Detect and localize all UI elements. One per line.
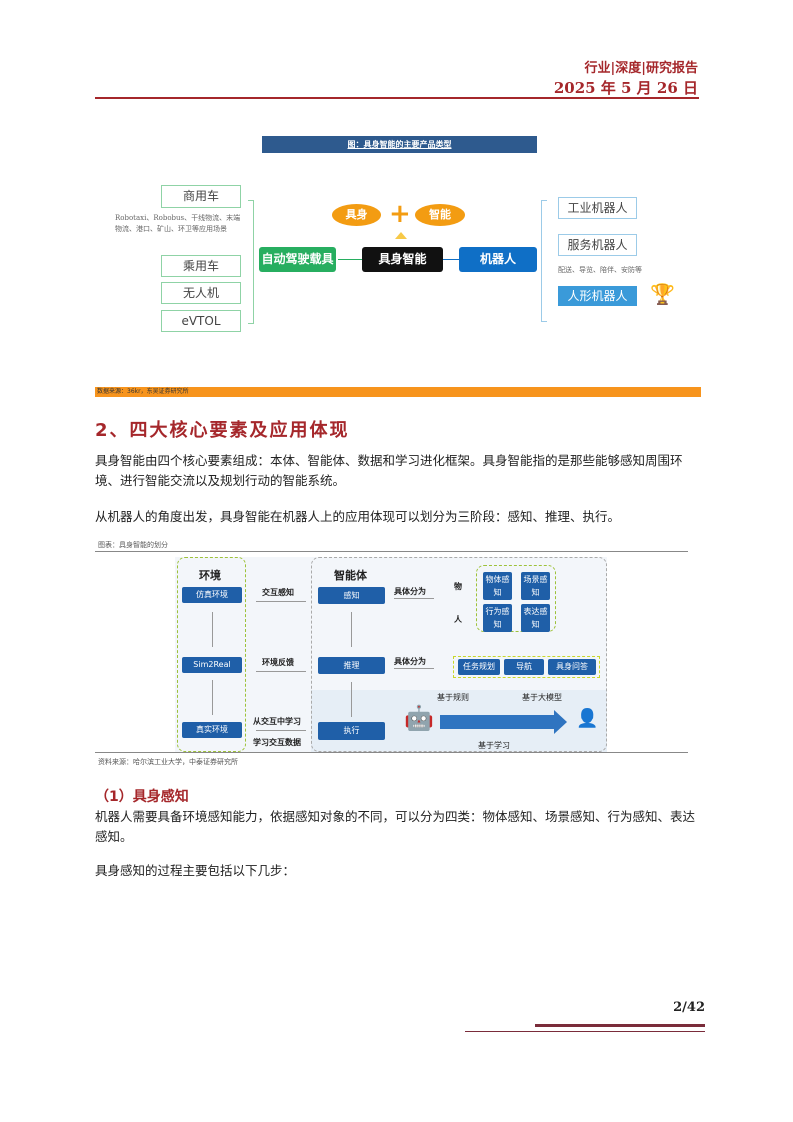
agent-reasoning: 推理: [318, 657, 385, 674]
reasoning-group: [453, 656, 600, 678]
env-simulation: 仿真环境: [182, 587, 242, 603]
item-humanoid-robot: 人形机器人: [558, 286, 637, 306]
expression-perception: 表达感知: [521, 604, 550, 632]
oval-intelligence: 智能: [415, 204, 465, 226]
link-arrow: [256, 601, 306, 602]
link-feedback: 环境反馈: [262, 658, 294, 667]
learning-based-label: 基于学习: [478, 741, 510, 750]
agent-perception: 感知: [318, 587, 385, 604]
agent-group: [311, 557, 607, 752]
agent-arrow: [351, 612, 352, 647]
item-passenger-car: 乘用车: [161, 255, 241, 277]
link-learn-data: 学习交互数据: [253, 738, 301, 747]
item-industrial-robot: 工业机器人: [558, 197, 637, 219]
right-bracket: [541, 200, 547, 322]
env-real: 真实环境: [182, 722, 242, 738]
page-number: 2/42: [673, 1000, 705, 1015]
robot-icon: 🤖: [404, 704, 434, 732]
report-category: 行业|深度|研究报告: [584, 61, 698, 76]
navigation: 导航: [504, 659, 544, 675]
object-label: 物: [454, 582, 462, 591]
split-label: 具体分为: [394, 587, 426, 596]
split-arrow: [394, 668, 434, 669]
item-drone: 无人机: [161, 282, 241, 304]
item-evtol: eVTOL: [161, 310, 241, 332]
perception-group: [476, 565, 556, 632]
subsection-para1: 机器人需要具备环境感知能力，依据感知对象的不同，可以分为四类：物体感知、场景感知…: [95, 809, 696, 844]
left-bracket: [248, 200, 254, 324]
oval-embodied: 具身: [332, 204, 381, 226]
agent-execution: 执行: [318, 722, 385, 740]
item-commercial-vehicle: 商用车: [161, 185, 241, 208]
progress-arrow-body: [440, 715, 554, 729]
figure1-title: 图：具身智能的主要产品类型: [262, 136, 537, 153]
env-sim2real: Sim2Real: [182, 657, 242, 673]
left-note: Robotaxi、Robobus、干线物流、末端物流、港口、矿山、环卫等应用场景: [115, 214, 241, 233]
rule-based-label: 基于规则: [437, 693, 469, 702]
footer-rule-thin: [465, 1031, 705, 1032]
object-perception: 物体感知: [483, 572, 512, 600]
plus-icon: +: [389, 199, 411, 229]
item-service-robot: 服务机器人: [558, 234, 637, 256]
link-interactive-perception: 交互感知: [262, 588, 294, 597]
node-embodied-ai: 具身智能: [362, 247, 443, 272]
agent-arrow: [351, 682, 352, 717]
arrow-left: [338, 259, 362, 260]
env-arrow: [212, 612, 213, 647]
brain-head-icon: 👤: [576, 708, 599, 729]
scene-perception: 场景感知: [521, 572, 550, 600]
trophy-icon: 🏆: [650, 282, 675, 306]
up-arrow-icon: [395, 232, 407, 239]
behavior-perception: 行为感知: [483, 604, 512, 632]
progress-arrow-head: [554, 710, 567, 734]
section-para2: 从机器人的角度出发，具身智能在机器人上的应用体现可以划分为三阶段：感知、推理、执…: [95, 509, 621, 524]
embodied-qa: 具身问答: [548, 659, 596, 675]
llm-based-label: 基于大模型: [522, 693, 562, 702]
right-note: 配送、导览、陪伴、安防等: [558, 266, 642, 274]
split-arrow: [394, 598, 434, 599]
figure1-source: 数据来源：36kr，东吴证券研究所: [95, 387, 701, 397]
link-learn-from-interaction: 从交互中学习: [253, 717, 301, 726]
person-label: 人: [454, 615, 462, 624]
header-rule: [95, 97, 699, 99]
agent-title: 智能体: [334, 569, 367, 582]
arrow-right: [443, 259, 459, 260]
figure2-caption: 图表：具身智能的划分: [98, 541, 168, 549]
link-arrow: [256, 671, 306, 672]
section-para1: 具身智能由四个核心要素组成：本体、智能体、数据和学习进化框架。具身智能指的是那些…: [95, 453, 683, 488]
section-heading: 2、四大核心要素及应用体现: [95, 420, 350, 441]
subsection-para2: 具身感知的过程主要包括以下几步：: [95, 863, 296, 878]
node-autonomous-vehicle: 自动驾驶载具: [259, 247, 336, 272]
source-rule: [95, 752, 688, 753]
figure2-source: 资料来源：哈尔滨工业大学，中泰证券研究所: [98, 758, 238, 766]
footer-rule-thick: [535, 1024, 705, 1027]
split-label: 具体分为: [394, 657, 426, 666]
link-arrow: [256, 730, 306, 731]
caption-rule: [95, 551, 688, 552]
report-date: 2025 年 5 月 26 日: [553, 79, 698, 97]
subsection-heading: （1）具身感知: [95, 789, 189, 805]
environment-title: 环境: [199, 569, 221, 582]
env-arrow: [212, 680, 213, 715]
node-robot: 机器人: [459, 247, 537, 272]
task-planning: 任务规划: [458, 659, 500, 675]
environment-group: [177, 557, 246, 752]
